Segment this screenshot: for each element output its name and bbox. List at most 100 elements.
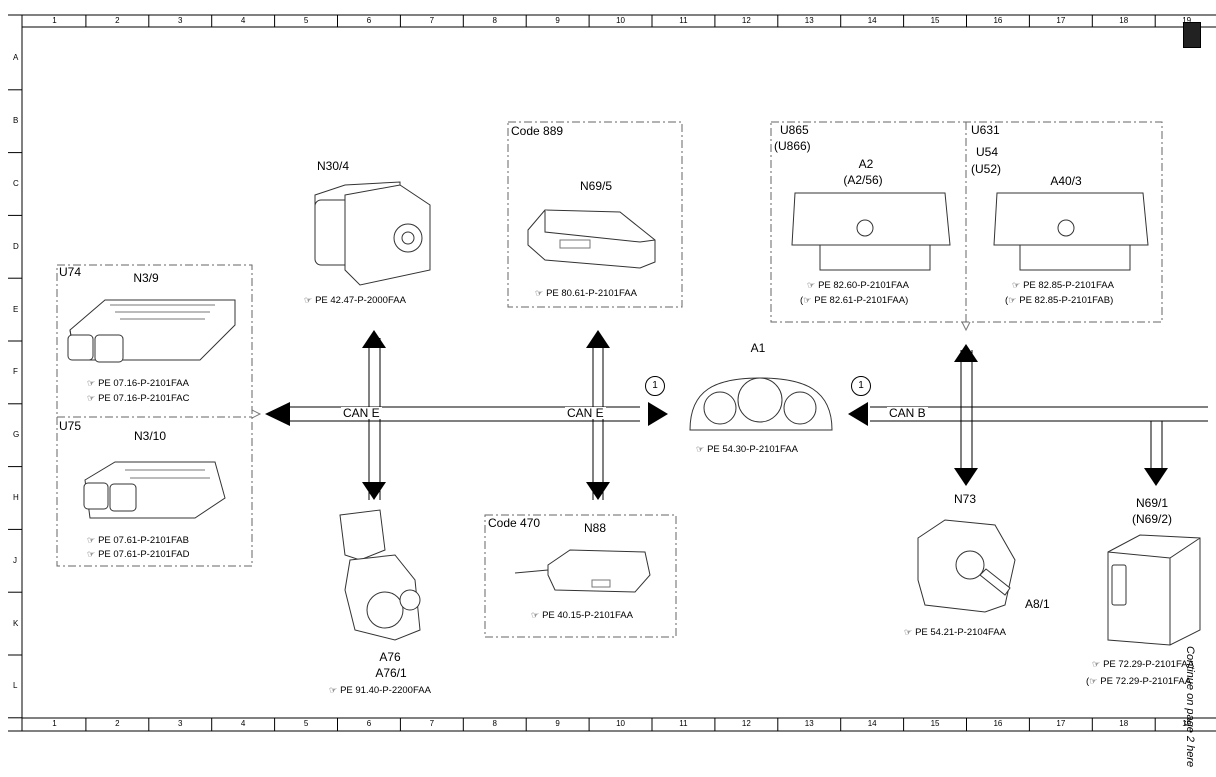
pointing-hand-icon: ☞ xyxy=(531,610,540,620)
grid-row-C: C xyxy=(13,179,19,188)
pointing-hand-icon: ☞ xyxy=(904,627,913,637)
n73-label: N73 xyxy=(953,492,977,506)
grid-column-4-top: 4 xyxy=(240,16,246,25)
a2-radio-drawing xyxy=(791,192,951,271)
grid-column-19-top: 19 xyxy=(1182,16,1192,25)
grid-column-1-bottom: 1 xyxy=(52,719,57,728)
group-u631-label: U631 xyxy=(971,123,1000,137)
grid-column-10-bottom: 10 xyxy=(616,719,625,728)
drawing-frame xyxy=(8,14,1216,732)
grid-column-14-top: 14 xyxy=(867,16,877,25)
can-e-label-left: CAN E xyxy=(341,406,382,420)
ref-a1[interactable]: ☞PE 54.30-P-2101FAA xyxy=(696,444,798,455)
grid-row-B: B xyxy=(13,116,19,126)
a8-1-label: A8/1 xyxy=(1025,597,1050,611)
pointing-hand-icon: ☞ xyxy=(329,685,338,695)
a1-label: A1 xyxy=(750,341,766,355)
group-u74-label: U74 xyxy=(59,265,82,279)
grid-column-8-bottom: 8 xyxy=(492,719,497,728)
ref-n69-1-1[interactable]: ☞PE 72.29-P-2101FAA xyxy=(1092,659,1194,670)
grid-column-7-top: 7 xyxy=(429,16,435,25)
pointing-hand-icon: ☞ xyxy=(803,295,812,305)
grid-column-12-top: 12 xyxy=(741,16,751,25)
n3-9-label: N3/9 xyxy=(133,271,159,285)
n30-4-label: N30/4 xyxy=(316,159,350,173)
ref-a2-2[interactable]: (☞PE 82.61-P-2101FAA) xyxy=(800,295,909,306)
n69-2-label: (N69/2) xyxy=(1131,512,1173,526)
ref-a40-3-1[interactable]: ☞PE 82.85-P-2101FAA xyxy=(1012,280,1114,291)
group-u54-label: U54 xyxy=(976,145,999,159)
grid-column-14-bottom: 14 xyxy=(867,719,877,728)
grid-column-18-top: 18 xyxy=(1119,16,1129,25)
ref-n3-9-2[interactable]: ☞PE 07.16-P-2101FAC xyxy=(87,393,190,404)
pointing-hand-icon: ☞ xyxy=(87,393,96,403)
group-u75-label: U75 xyxy=(59,419,82,433)
a76-1-label: A76/1 xyxy=(375,666,407,680)
ref-n69-1-2[interactable]: (☞PE 72.29-P-2101FAA xyxy=(1086,676,1192,687)
connector-1-right: 1 xyxy=(851,376,871,396)
grid-column-9-top: 9 xyxy=(555,16,560,25)
can-e-label-right: CAN E xyxy=(565,406,606,420)
ref-a2-1[interactable]: ☞PE 82.60-P-2101FAA xyxy=(807,280,909,291)
pointing-hand-icon: ☞ xyxy=(87,535,96,545)
ref-n69-5[interactable]: ☞PE 80.61-P-2101FAA xyxy=(535,288,637,299)
pointing-hand-icon: ☞ xyxy=(304,295,313,305)
group-u52-label: (U52) xyxy=(971,162,1002,176)
grid-column-3-bottom: 3 xyxy=(178,719,183,728)
continue-page-note[interactable]: Continue on page 2 here xyxy=(1184,646,1196,768)
grid-column-16-bottom: 16 xyxy=(993,719,1003,728)
a76-label: A76 xyxy=(379,650,401,664)
grid-column-15-bottom: 15 xyxy=(930,719,940,728)
connector-1-left: 1 xyxy=(645,376,665,396)
grid-column-19-bottom: 19 xyxy=(1182,719,1192,728)
grid-column-6-top: 6 xyxy=(366,16,372,25)
grid-row-K: K xyxy=(13,618,19,628)
grid-column-5-bottom: 5 xyxy=(303,719,309,728)
ref-a76[interactable]: ☞PE 91.40-P-2200FAA xyxy=(329,685,431,696)
pointing-hand-icon: ☞ xyxy=(1008,295,1017,305)
n3-10-label: N3/10 xyxy=(133,429,167,443)
grid-column-12-bottom: 12 xyxy=(741,719,751,728)
ref-n88[interactable]: ☞PE 40.15-P-2101FAA xyxy=(531,610,633,621)
grid-row-G: G xyxy=(13,430,20,440)
grid-column-7-bottom: 7 xyxy=(429,719,435,728)
pointing-hand-icon: ☞ xyxy=(87,378,96,388)
pointing-hand-icon: ☞ xyxy=(535,288,544,298)
n88-label: N88 xyxy=(583,521,607,535)
grid-column-16-top: 16 xyxy=(993,16,1003,25)
group-boxes xyxy=(56,121,1163,638)
grid-column-4-bottom: 4 xyxy=(240,719,246,728)
pointing-hand-icon: ☞ xyxy=(87,549,96,559)
grid-column-17-top: 17 xyxy=(1056,16,1066,25)
grid-row-E: E xyxy=(13,304,19,314)
grid-row-F: F xyxy=(13,367,18,377)
ecu-n3-10-drawing xyxy=(83,461,226,519)
ecu-n3-9-drawing xyxy=(67,299,236,363)
n69-5-label: N69/5 xyxy=(579,179,613,193)
grid-column-2-bottom: 2 xyxy=(115,719,120,728)
group-code470-label: Code 470 xyxy=(488,516,541,530)
ref-a40-3-2[interactable]: (☞PE 82.85-P-2101FAB) xyxy=(1005,295,1114,306)
page-flag-icon[interactable] xyxy=(1183,22,1201,48)
ref-n30-4[interactable]: ☞PE 42.47-P-2000FAA xyxy=(304,295,406,306)
ref-n3-9-1[interactable]: ☞PE 07.16-P-2101FAA xyxy=(87,378,189,389)
pointing-hand-icon: ☞ xyxy=(807,280,816,290)
grid-column-5-top: 5 xyxy=(303,16,309,25)
pointing-hand-icon: ☞ xyxy=(696,444,705,454)
ref-a8-1[interactable]: ☞PE 54.21-P-2104FAA xyxy=(904,627,1006,638)
grid-column-11-top: 11 xyxy=(679,16,688,25)
ref-n3-10-2[interactable]: ☞PE 07.61-P-2101FAD xyxy=(87,549,190,560)
open-paren: ( xyxy=(1005,295,1009,306)
open-paren: ( xyxy=(800,295,804,306)
pointing-hand-icon: ☞ xyxy=(1012,280,1021,290)
ref-n3-10-1[interactable]: ☞PE 07.61-P-2101FAB xyxy=(87,535,189,546)
grid-column-10-top: 10 xyxy=(616,16,625,25)
grid-column-13-top: 13 xyxy=(804,16,814,25)
grid-column-9-bottom: 9 xyxy=(555,719,560,728)
n69-1-drawing xyxy=(1107,534,1201,646)
can-b-label: CAN B xyxy=(887,406,928,420)
a40-3-label: A40/3 xyxy=(1050,174,1082,188)
grid-column-8-top: 8 xyxy=(492,16,497,25)
group-code889-label: Code 889 xyxy=(511,124,564,138)
